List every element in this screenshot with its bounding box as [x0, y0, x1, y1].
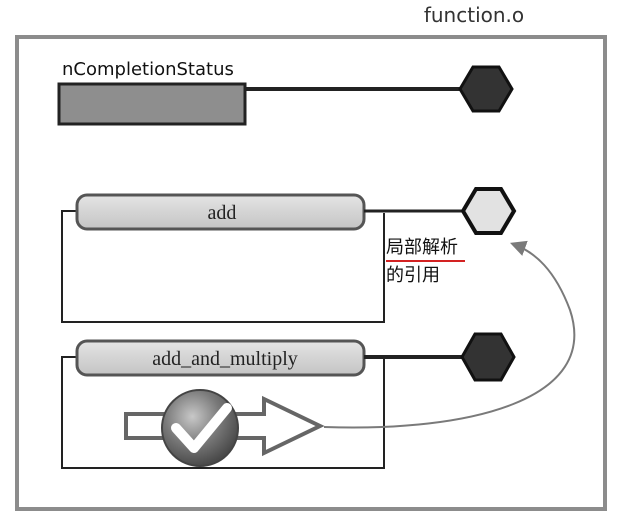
- add-body-box: [61, 210, 385, 323]
- object-file-frame: [15, 35, 607, 511]
- add-and-multiply-body-box: [61, 356, 385, 469]
- add-hexagon-icon: [460, 187, 517, 235]
- add-and-multiply-hexagon-icon: [460, 332, 516, 382]
- n-completion-status-bar: [57, 82, 247, 126]
- add-and-multiply-symbol-label: add_and_multiply: [152, 348, 298, 370]
- annotation-line-2: 的引用: [386, 265, 440, 286]
- n-completion-status-hexagon-icon: [458, 65, 514, 113]
- annotation-line-1: 局部解析: [386, 237, 458, 258]
- add-symbol-label: add: [208, 202, 237, 224]
- checkmark-icon: [161, 389, 239, 467]
- n-completion-status-label: nCompletionStatus: [62, 59, 234, 80]
- local-reference-arrow: [323, 240, 576, 429]
- file-name-label: function.o: [424, 3, 524, 27]
